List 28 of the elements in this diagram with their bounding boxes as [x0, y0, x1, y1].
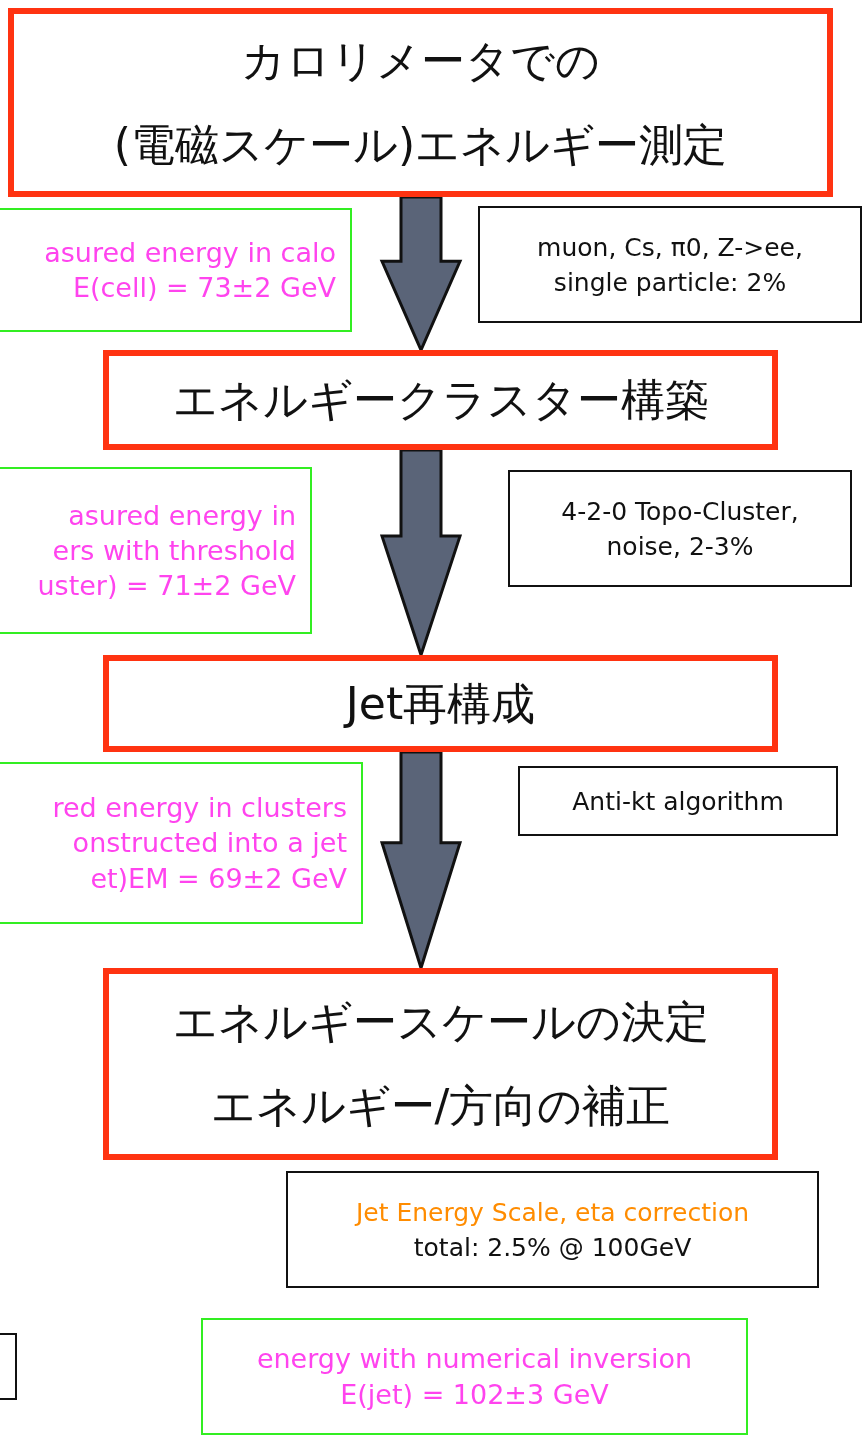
note-box: [286, 1171, 819, 1288]
process-box: [103, 968, 778, 1160]
result-box: [0, 208, 352, 332]
result-box: [0, 762, 363, 924]
step-title: (電磁スケール)エネルギー測定: [113, 117, 728, 172]
process-box: [103, 350, 778, 450]
result-text: red energy in clusters onstructed into a jet et)EM = 69±2 GeV: [51, 791, 347, 896]
result-box: [201, 1318, 748, 1435]
result-text: asured energy in ers with threshold uster) = 71±2 GeV: [36, 498, 296, 604]
step-title: Jet再構成: [345, 676, 536, 731]
process-box: [8, 8, 833, 197]
step-title: カロリメータでの: [241, 33, 600, 88]
note-text: Jet Energy Scale, eta correction: [355, 1196, 750, 1229]
box: [0, 1333, 17, 1400]
result-text: asured energy in calo E(cell) = 73±2 GeV: [43, 235, 336, 305]
step-title: エネルギークラスター構築: [172, 373, 709, 428]
note-box: [518, 766, 838, 836]
step-title: エネルギースケールの決定: [172, 995, 709, 1050]
note-text: muon, Cs, π0, Z->ee, single particle: 2%: [536, 231, 804, 299]
note-text: total: 2.5% @ 100GeV: [413, 1231, 692, 1264]
note-box: [478, 206, 862, 323]
step-title: エネルギー/方向の補正: [210, 1079, 671, 1133]
result-text: energy with numerical inversion E(jet) = 102±3 GeV: [255, 1342, 694, 1412]
note-text: Anti-kt algorithm: [572, 785, 784, 818]
result-box: [0, 467, 312, 634]
note-box: [508, 470, 852, 587]
process-box: [103, 655, 778, 752]
note-text: 4-2-0 Topo-Cluster, noise, 2-3%: [560, 495, 800, 563]
